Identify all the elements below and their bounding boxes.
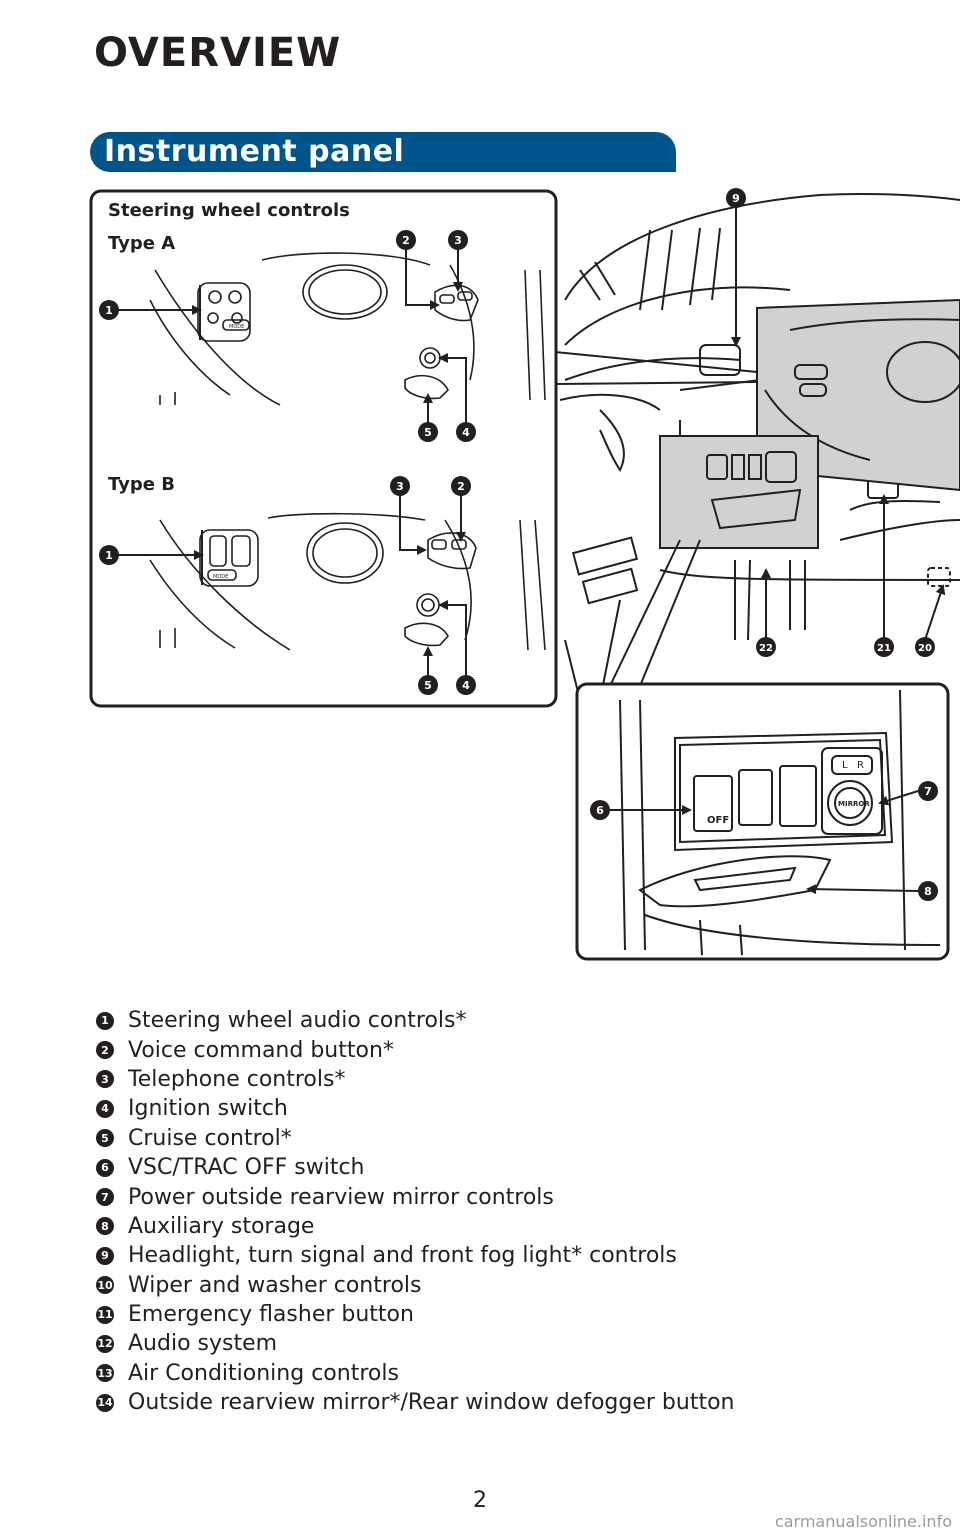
legend-text: Voice command button* (128, 1037, 394, 1063)
inset-title: Steering wheel controls (108, 200, 350, 221)
callout-6: 6 (596, 804, 604, 817)
callout-21: 21 (877, 643, 891, 654)
legend-item: 10 Wiper and washer controls (96, 1271, 896, 1300)
section-title: Instrument panel (104, 134, 405, 169)
callout-20: 20 (918, 643, 932, 654)
page-title: OVERVIEW (94, 30, 342, 76)
callout-1-type-b: 1 (105, 549, 113, 562)
legend-number: 1 (96, 1011, 114, 1030)
callout-5-type-b: 5 (424, 679, 432, 692)
legend-item: 6 VSC/TRAC OFF switch (96, 1153, 896, 1182)
page-number: 2 (473, 1488, 487, 1513)
legend-text: Audio system (128, 1331, 278, 1357)
legend-number: 4 (96, 1099, 114, 1118)
type-b-mode-label: MODE (213, 574, 228, 580)
callout-3-type-a: 3 (454, 234, 462, 247)
legend-text: VSC/TRAC OFF switch (128, 1155, 365, 1181)
legend-number: 6 (96, 1158, 114, 1177)
legend-text: Power outside rearview mirror controls (128, 1184, 554, 1210)
type-b-label: Type B (108, 474, 175, 495)
mirror-r-label: R (857, 760, 864, 771)
legend-item: 12 Audio system (96, 1329, 896, 1358)
legend-item: 8 Auxiliary storage (96, 1212, 896, 1241)
legend-number: 2 (96, 1041, 114, 1060)
legend-item: 13 Air Conditioning controls (96, 1359, 896, 1388)
legend-item: 11 Emergency flasher button (96, 1300, 896, 1329)
legend-number: 14 (96, 1393, 114, 1412)
instrument-panel-illustration: Steering wheel controls Type A Type B MO… (89, 188, 960, 961)
mirror-label: MIRROR (838, 800, 870, 808)
legend-text: Air Conditioning controls (128, 1360, 399, 1386)
watermark: carmanualsonline.info (774, 1512, 952, 1531)
callout-22: 22 (759, 643, 773, 654)
mirror-l-label: L (842, 760, 848, 771)
legend-number: 5 (96, 1129, 114, 1148)
steering-wheel-inset (89, 189, 558, 708)
type-a-label: Type A (108, 233, 175, 254)
legend-text: Steering wheel audio controls* (128, 1008, 467, 1034)
legend-number: 10 (96, 1276, 114, 1295)
callout-1-type-a: 1 (105, 304, 113, 317)
callout-9: 9 (732, 192, 740, 205)
legend-item: 2 Voice command button* (96, 1035, 896, 1064)
callout-2-type-a: 2 (402, 234, 410, 247)
legend-text: Telephone controls* (128, 1066, 346, 1092)
legend-item: 7 Power outside rearview mirror controls (96, 1182, 896, 1211)
legend-text: Outside rearview mirror*/Rear window def… (128, 1390, 735, 1416)
legend-number: 12 (96, 1334, 114, 1353)
legend-text: Wiper and washer controls (128, 1272, 422, 1298)
legend-number: 13 (96, 1364, 114, 1383)
callout-2-type-b: 2 (457, 480, 465, 493)
legend-number: 3 (96, 1070, 114, 1089)
switch-panel-drawing (619, 689, 941, 956)
legend-list: 1 Steering wheel audio controls* 2 Voice c… (96, 1006, 896, 1417)
legend-number: 7 (96, 1188, 114, 1207)
legend-text: Cruise control* (128, 1125, 292, 1151)
legend-number: 8 (96, 1217, 114, 1236)
legend-item: 1 Steering wheel audio controls* (96, 1006, 896, 1035)
callout-4-type-b: 4 (462, 679, 470, 692)
type-a-wheel (149, 252, 546, 406)
legend-item: 4 Ignition switch (96, 1094, 896, 1123)
callout-8: 8 (924, 885, 932, 898)
switch-panel-inset (575, 682, 950, 961)
legend-text: Emergency flasher button (128, 1302, 414, 1328)
callout-4-type-a: 4 (462, 426, 470, 439)
legend-item: 14 Outside rearview mirror*/Rear window d… (96, 1388, 896, 1417)
type-a-mode-label: MODE (229, 324, 244, 330)
legend-text: Headlight, turn signal and front fog lig… (128, 1243, 677, 1269)
callout-3-type-b: 3 (396, 480, 404, 493)
vsc-off-label: OFF (707, 815, 729, 826)
type-b-wheel (149, 512, 546, 651)
callout-7: 7 (924, 785, 932, 798)
legend-item: 5 Cruise control* (96, 1124, 896, 1153)
legend-text: Auxiliary storage (128, 1213, 315, 1239)
legend-item: 9 Headlight, turn signal and front fog li… (96, 1241, 896, 1270)
section-tab: Instrument panel (90, 132, 676, 172)
legend-text: Ignition switch (128, 1096, 288, 1122)
legend-item: 3 Telephone controls* (96, 1065, 896, 1094)
legend-number: 9 (96, 1246, 114, 1265)
callout-5-type-a: 5 (424, 426, 432, 439)
legend-number: 11 (96, 1305, 114, 1324)
